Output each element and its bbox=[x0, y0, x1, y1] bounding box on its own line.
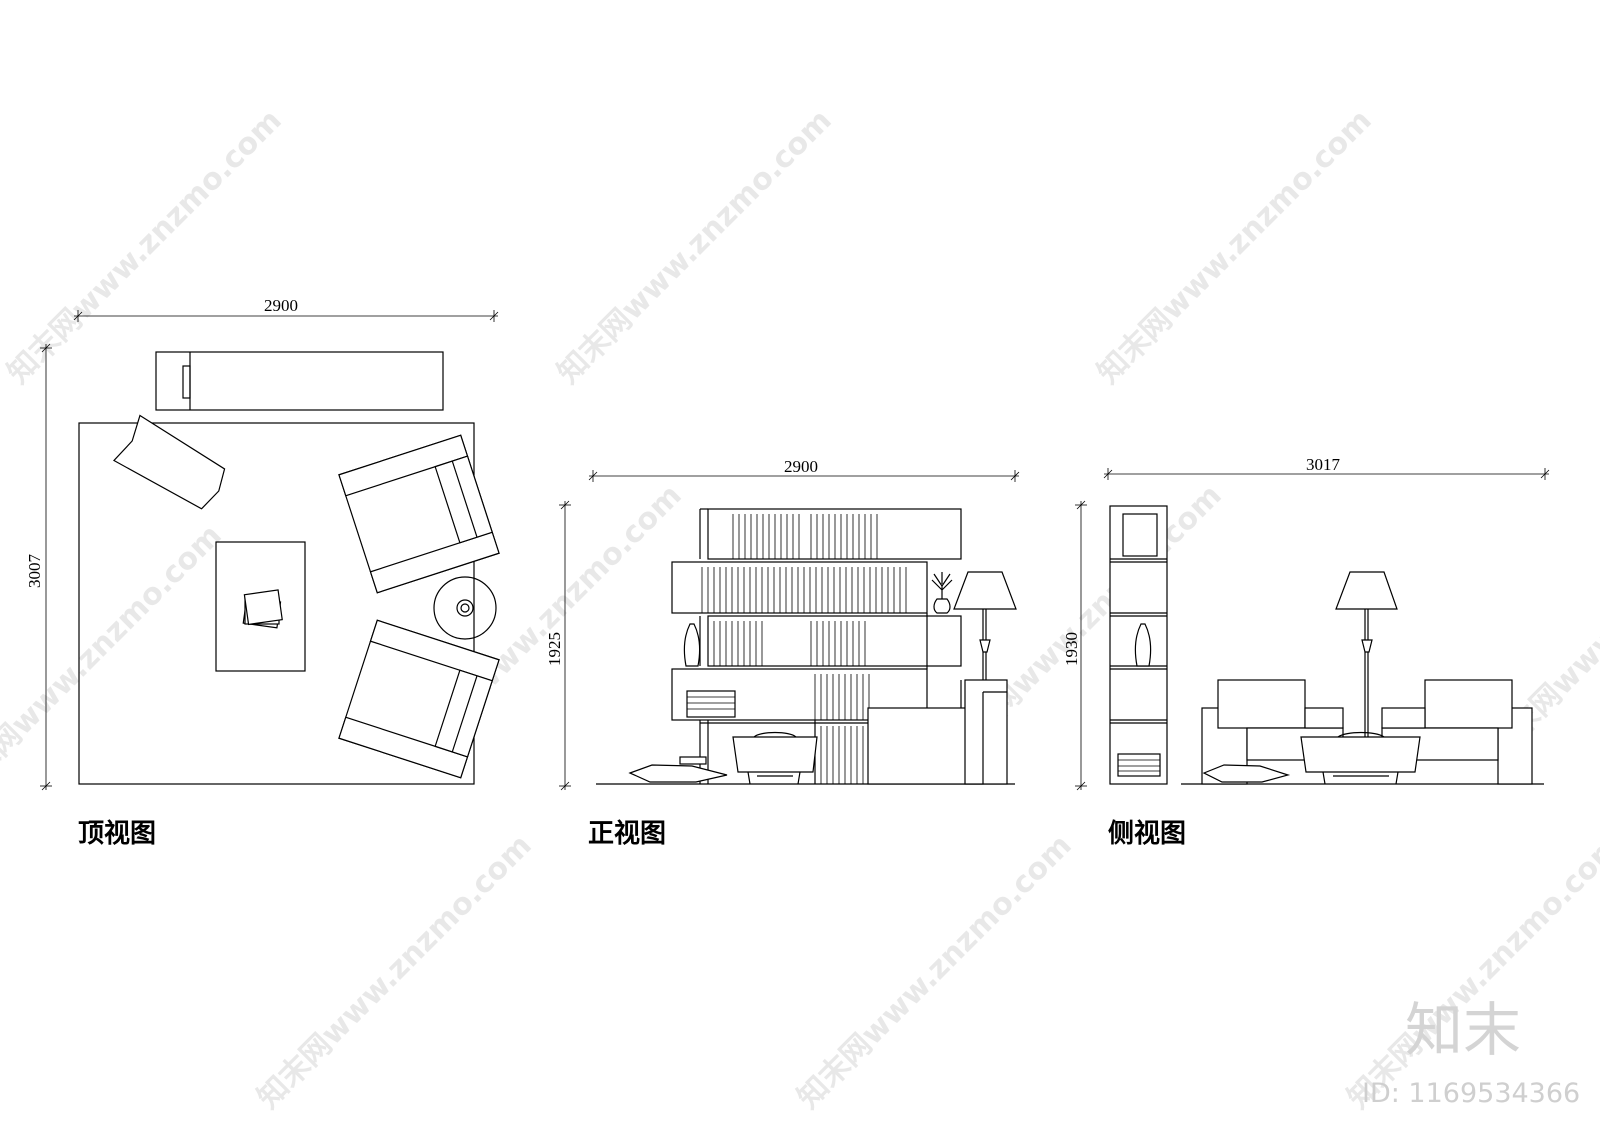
watermark-text: 知末网www.znzmo.com bbox=[1, 103, 289, 391]
side-ottoman bbox=[1300, 731, 1421, 785]
side-width-dimension: 3017 bbox=[1103, 455, 1550, 480]
watermark-text: 知末网www.znzmo.com bbox=[251, 828, 539, 1116]
top-bench bbox=[155, 351, 444, 411]
top-height-dimension: 3007 bbox=[25, 343, 52, 791]
top-rug bbox=[78, 422, 475, 785]
front-ottoman bbox=[732, 731, 818, 785]
side-bookshelf bbox=[1109, 505, 1168, 785]
front-books-row4 bbox=[814, 674, 870, 784]
front-books-row1 bbox=[732, 514, 878, 559]
top-view: 2900 3007 bbox=[25, 296, 500, 849]
front-books-row3 bbox=[713, 621, 866, 666]
top-coffee-table bbox=[215, 541, 306, 672]
side-armchair-right bbox=[1381, 679, 1533, 785]
front-bookshelf bbox=[671, 508, 962, 784]
front-width-label: 2900 bbox=[784, 457, 818, 476]
watermark-text: 知末网www.znzmo.com bbox=[551, 103, 839, 391]
front-floor-cushion bbox=[628, 756, 728, 783]
front-armchair bbox=[867, 679, 1008, 785]
front-height-dimension: 1925 bbox=[545, 500, 571, 791]
side-floor-lamp bbox=[1335, 571, 1398, 740]
watermark-logo: 知末 bbox=[1405, 996, 1521, 1064]
top-width-label: 2900 bbox=[264, 296, 298, 315]
side-height-dimension: 1930 bbox=[1062, 500, 1087, 791]
top-armchair-upper bbox=[338, 434, 500, 594]
front-view-caption: 正视图 bbox=[588, 819, 666, 849]
side-view: 3017 1930 bbox=[1062, 455, 1550, 849]
side-floor-cushion bbox=[1202, 764, 1291, 783]
side-armchair-left bbox=[1201, 679, 1344, 785]
watermark-text: 知末网www.znzmo.com bbox=[791, 828, 1079, 1116]
front-vase bbox=[683, 623, 701, 667]
watermark-text: 知末网www.znzmo.com bbox=[1091, 103, 1379, 391]
top-height-label: 3007 bbox=[25, 554, 44, 589]
top-cushion bbox=[113, 414, 226, 510]
front-plant bbox=[931, 572, 953, 614]
front-view: 2900 1925 bbox=[545, 457, 1020, 849]
top-width-dimension: 2900 bbox=[73, 296, 499, 322]
front-height-label: 1925 bbox=[545, 632, 564, 666]
top-armchair-lower bbox=[338, 619, 500, 779]
top-view-caption: 顶视图 bbox=[78, 819, 156, 849]
watermark-id: ID: 1169534366 bbox=[1362, 1078, 1580, 1109]
front-books-row2 bbox=[701, 567, 907, 613]
side-width-label: 3017 bbox=[1306, 455, 1341, 474]
watermark-text: 知末网www.znzmo.com bbox=[1341, 828, 1600, 1116]
top-side-table bbox=[433, 576, 497, 640]
side-view-caption: 侧视图 bbox=[1108, 819, 1186, 849]
front-width-dimension: 2900 bbox=[588, 457, 1020, 482]
front-magazines bbox=[686, 690, 736, 718]
side-height-label: 1930 bbox=[1062, 632, 1081, 666]
